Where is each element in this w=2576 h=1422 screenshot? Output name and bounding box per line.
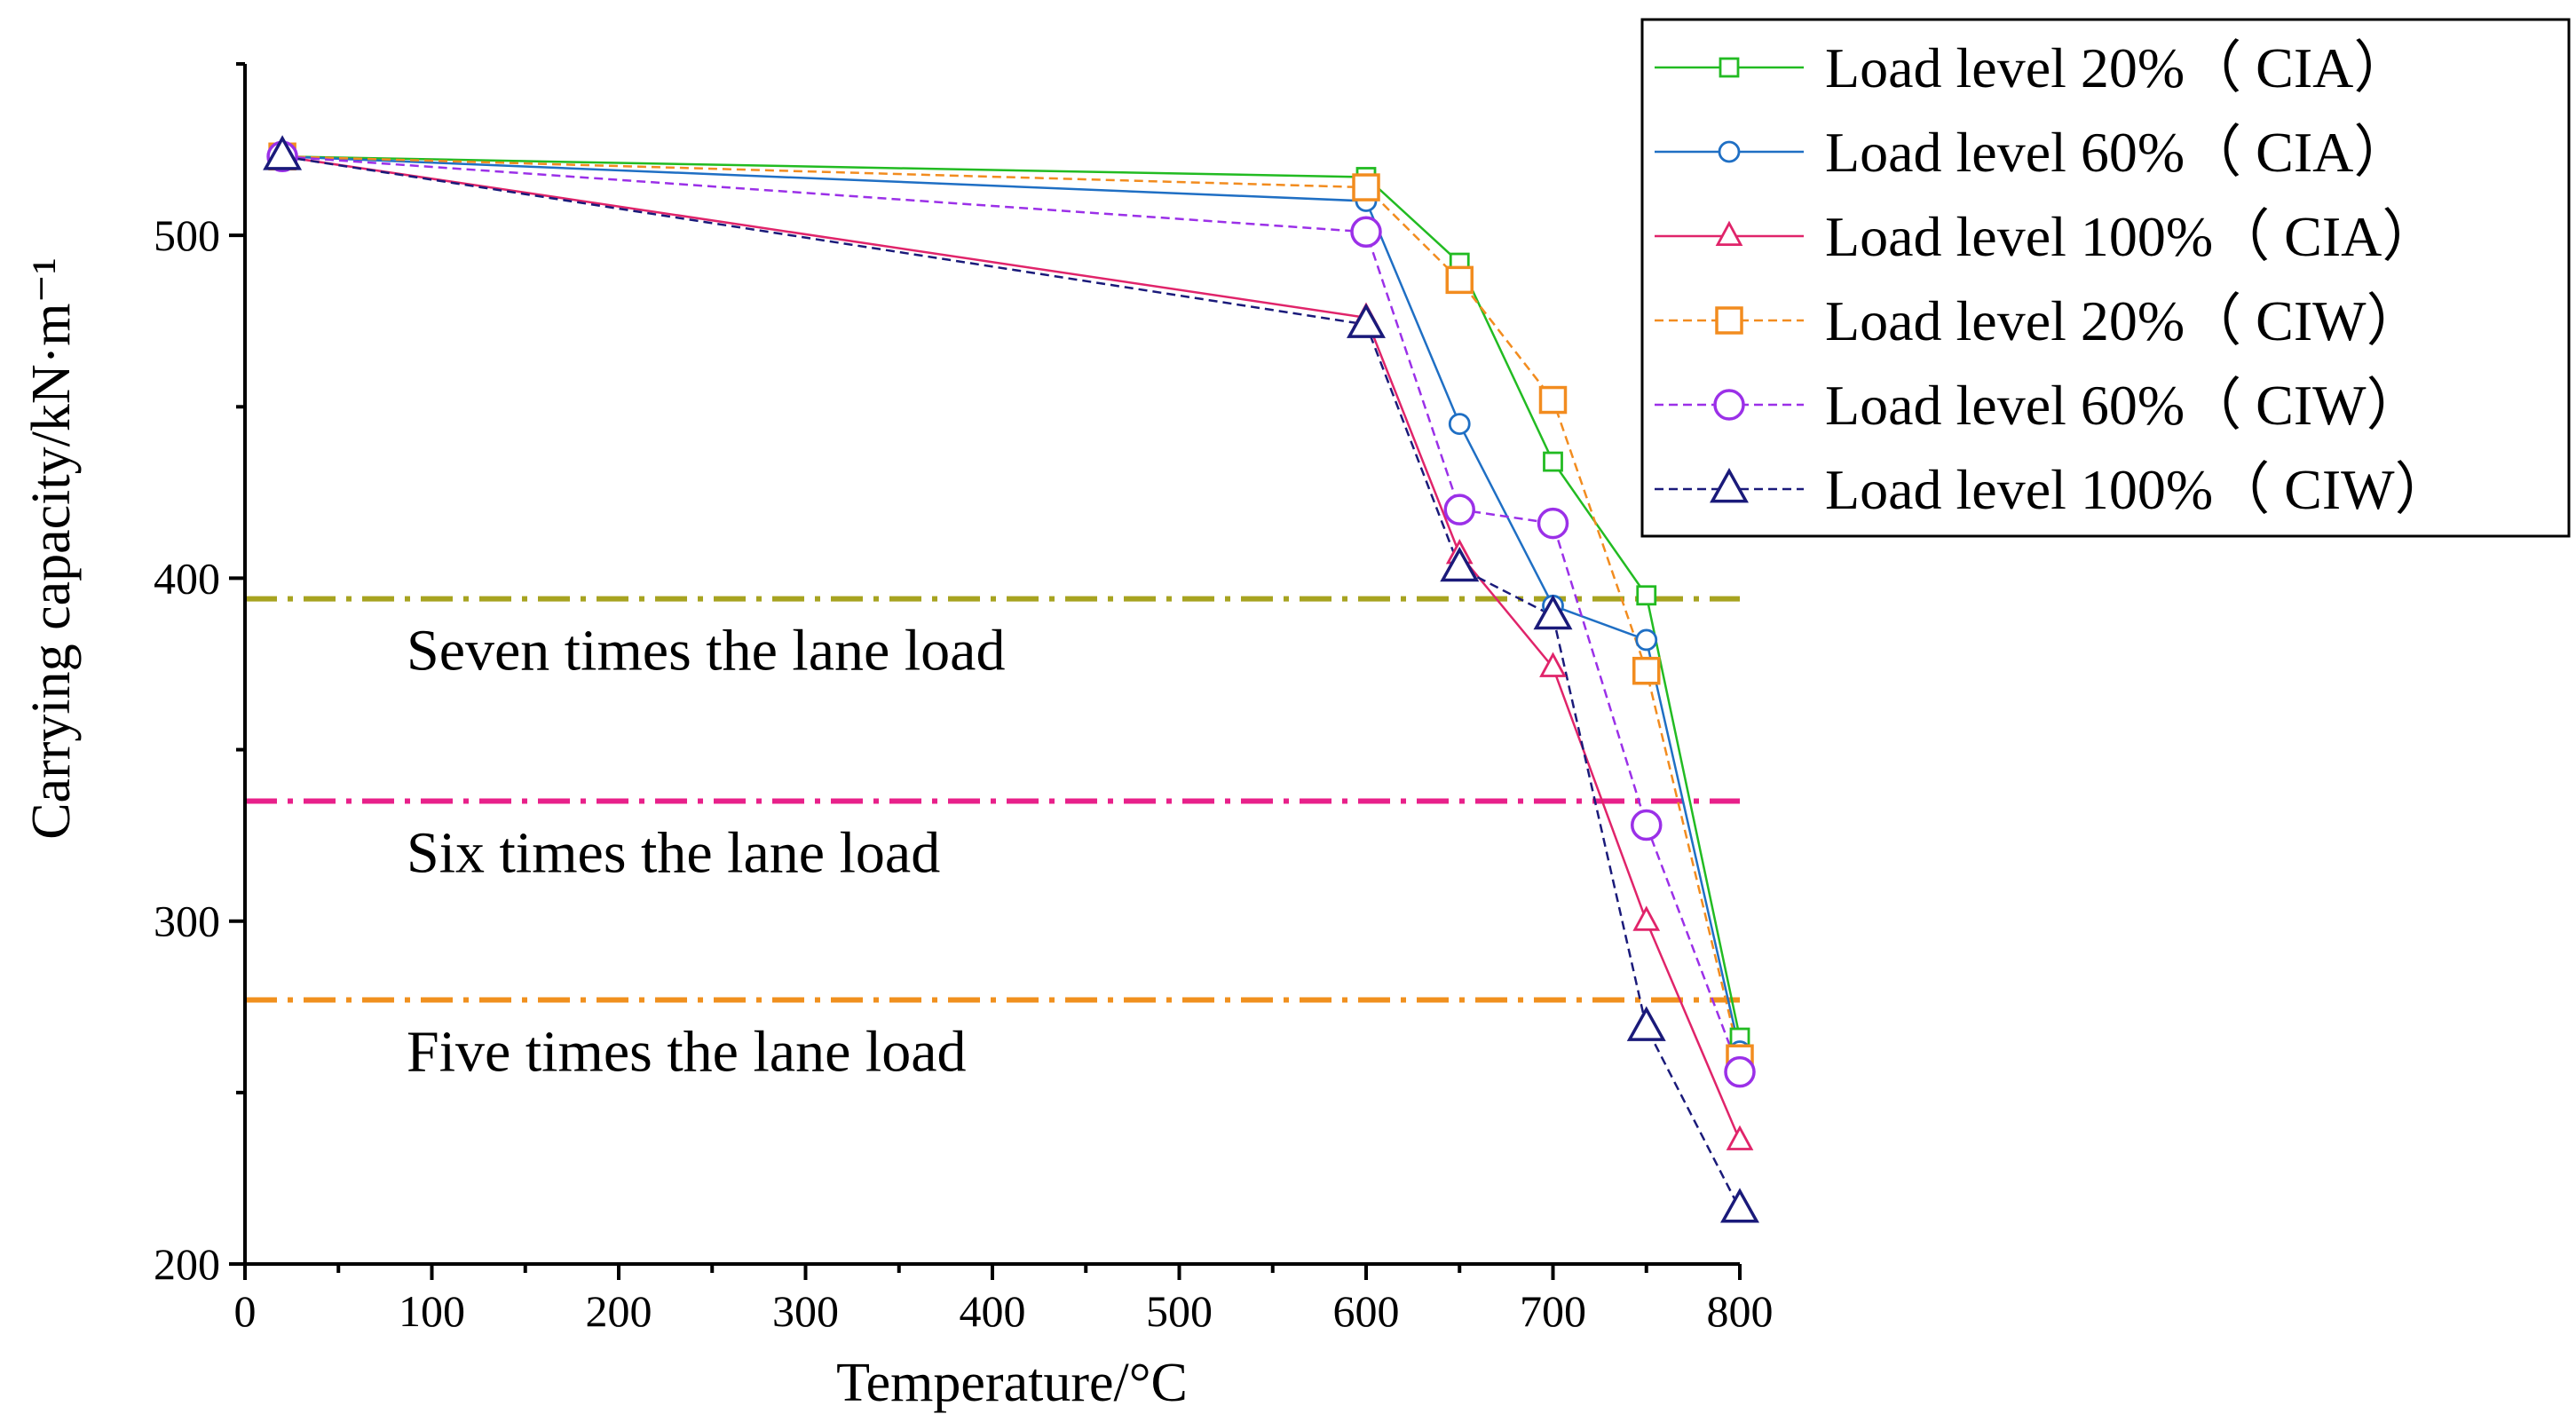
marker-triangle <box>1533 594 1573 630</box>
marker-triangle <box>1539 652 1567 677</box>
series-markers <box>263 135 1759 1223</box>
legend-label: Load level 20%（ CIW） <box>1825 289 2423 352</box>
y-tick-label: 300 <box>154 897 220 946</box>
marker-triangle <box>1720 1188 1759 1223</box>
marker-circle <box>1537 507 1569 540</box>
marker-circle <box>1443 494 1475 525</box>
x-tick-label: 200 <box>586 1286 652 1336</box>
series-line <box>282 155 1742 1059</box>
marker-circle <box>1631 809 1663 841</box>
series-line <box>282 155 1742 1039</box>
x-tick-label: 500 <box>1146 1286 1213 1336</box>
reference-line-label: Seven times the lane load <box>407 619 1005 683</box>
marker-square <box>1715 306 1743 335</box>
reference-line-label: Six times the lane load <box>407 821 940 886</box>
marker-triangle <box>1440 546 1480 582</box>
marker-circle <box>1635 628 1658 652</box>
y-tick-label: 400 <box>154 553 220 603</box>
marker-triangle <box>1710 468 1749 503</box>
marker-square <box>1352 173 1380 201</box>
marker-square <box>1719 57 1740 78</box>
marker-circle <box>1350 216 1382 249</box>
x-tick-label: 0 <box>234 1286 257 1336</box>
legend-label: Load level 60%（ CIW） <box>1825 374 2423 437</box>
legend-label: Load level 100%（ CIA） <box>1825 205 2438 268</box>
legend-box <box>1640 18 2571 538</box>
x-tick-label: 400 <box>960 1286 1026 1336</box>
marker-triangle <box>1626 1006 1666 1041</box>
series-line <box>281 155 1742 1142</box>
marker-triangle <box>1632 905 1661 931</box>
legend-label: Load level 100%（ CIW） <box>1825 458 2452 521</box>
marker-circle <box>1718 140 1741 163</box>
reference-lines <box>245 596 1740 1003</box>
marker-triangle <box>1726 1125 1754 1150</box>
marker-triangle <box>1715 220 1743 247</box>
series-line <box>282 155 1742 1052</box>
series-line <box>282 155 1742 1073</box>
marker-square <box>1543 451 1563 472</box>
legend-label: Load level 60%（ CIA） <box>1825 121 2410 184</box>
legend-label: Load level 20%（ CIA） <box>1825 36 2410 99</box>
x-tick-label: 800 <box>1707 1286 1774 1336</box>
marker-square <box>1636 585 1657 606</box>
marker-square <box>1445 265 1474 295</box>
y-tick-label: 200 <box>154 1239 220 1289</box>
series-lines <box>281 155 1742 1210</box>
x-tick-label: 600 <box>1333 1286 1400 1336</box>
axes: 0 100 200 300 400 500 600 700 800 200 300 400 500 <box>154 62 1774 1336</box>
x-axis-title: Temperature/°C <box>836 1353 1188 1413</box>
x-tick-label: 700 <box>1520 1286 1586 1336</box>
marker-square <box>1538 385 1568 415</box>
marker-square <box>1632 656 1661 685</box>
marker-circle <box>1448 413 1471 436</box>
x-tick-label: 300 <box>772 1286 839 1336</box>
reference-line-label: Five times the lane load <box>407 1020 967 1085</box>
marker-triangle <box>263 135 303 170</box>
x-tick-label: 100 <box>399 1286 465 1336</box>
marker-circle <box>1724 1055 1756 1088</box>
legend: Load level 20%（ CIA） Load level 60%（ CIA）… <box>1640 18 2571 538</box>
marker-circle <box>1713 389 1745 421</box>
y-axis-title: Carrying capacity/kN·m⁻¹ <box>21 257 82 840</box>
marker-triangle <box>1347 303 1386 338</box>
series-line <box>281 155 1742 1210</box>
y-tick-label: 500 <box>154 210 220 260</box>
